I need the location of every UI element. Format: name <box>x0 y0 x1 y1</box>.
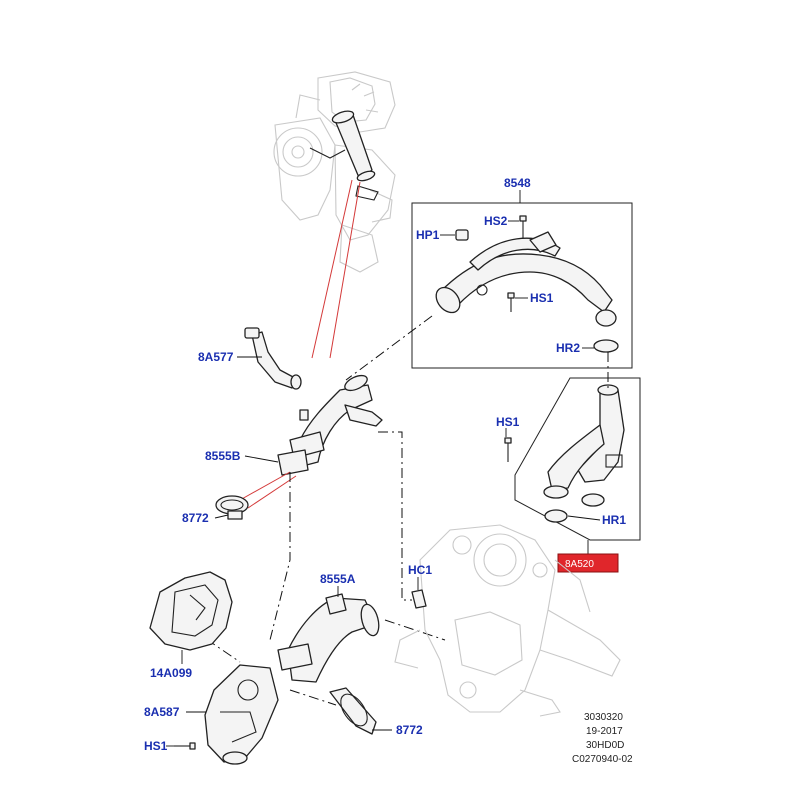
reference-line-3: 30HD0D <box>586 740 624 751</box>
callout-8555b: 8555B <box>205 449 241 463</box>
fastener-hp1 <box>455 229 469 241</box>
callout-hs1-lower: HS1 <box>144 739 168 753</box>
red-leader-upper-2 <box>329 181 361 359</box>
oring-hr1-a <box>581 493 605 507</box>
callout-hp1: HP1 <box>416 228 440 242</box>
callout-hs2: HS2 <box>484 214 508 228</box>
ghost-upper-engine-assembly <box>273 71 396 273</box>
leader-hr1 <box>567 515 601 521</box>
callout-8a520: 8A520 <box>565 559 594 570</box>
callout-hr2: HR2 <box>556 341 580 355</box>
coolant-pipe-8a520 <box>543 384 625 499</box>
flow-line-4 <box>269 472 291 641</box>
callout-hr1: HR1 <box>602 513 626 527</box>
hose-8a577 <box>244 327 302 390</box>
leader-8555b <box>244 455 279 463</box>
fastener-hs1-upper <box>507 292 515 312</box>
oring-hr1-b <box>544 509 568 523</box>
callout-hs1-mid: HS1 <box>496 415 520 429</box>
callout-8772-upper: 8772 <box>182 511 209 525</box>
callout-8a577: 8A577 <box>198 350 234 364</box>
red-leader-clamp-2 <box>247 475 297 509</box>
callout-8772-lower: 8772 <box>396 723 423 737</box>
clamp-8772-upper <box>215 495 249 520</box>
flow-line-7 <box>289 689 337 706</box>
reference-line-4: C0270940-02 <box>572 754 633 765</box>
flow-line-5 <box>384 619 446 641</box>
red-leader-upper-1 <box>311 179 353 359</box>
flow-line-1 <box>345 315 433 381</box>
reference-line-2: 19-2017 <box>586 726 623 737</box>
fastener-hs2 <box>519 215 527 238</box>
housing-8a587 <box>204 664 279 765</box>
ghost-lower-engine <box>394 524 621 717</box>
red-leader-clamp-1 <box>239 471 291 501</box>
group-box-8548 <box>411 202 633 369</box>
callout-14a099: 14A099 <box>150 666 192 680</box>
flow-line-3 <box>378 431 412 601</box>
callout-8555a: 8555A <box>320 572 356 586</box>
hose-8555a <box>277 593 380 683</box>
fastener-hs1-mid <box>504 437 512 462</box>
callout-8a587: 8A587 <box>144 705 180 719</box>
callout-8548: 8548 <box>504 176 531 190</box>
fastener-hs1-lower <box>174 742 196 750</box>
callout-hc1: HC1 <box>408 563 432 577</box>
hose-8555b <box>277 374 383 476</box>
group-box-8a520 <box>514 377 641 541</box>
coolant-pipe-8548 <box>435 231 617 327</box>
clamp-8772-lower <box>329 687 377 735</box>
callout-hs1-upper: HS1 <box>530 291 554 305</box>
bracket-14a099 <box>149 571 233 651</box>
upper-hose-in-context <box>309 110 379 201</box>
oring-hr2 <box>593 339 619 353</box>
leader-8772-upper <box>214 514 229 519</box>
reference-line-1: 3030320 <box>584 712 623 723</box>
cap-hc1 <box>411 589 427 609</box>
